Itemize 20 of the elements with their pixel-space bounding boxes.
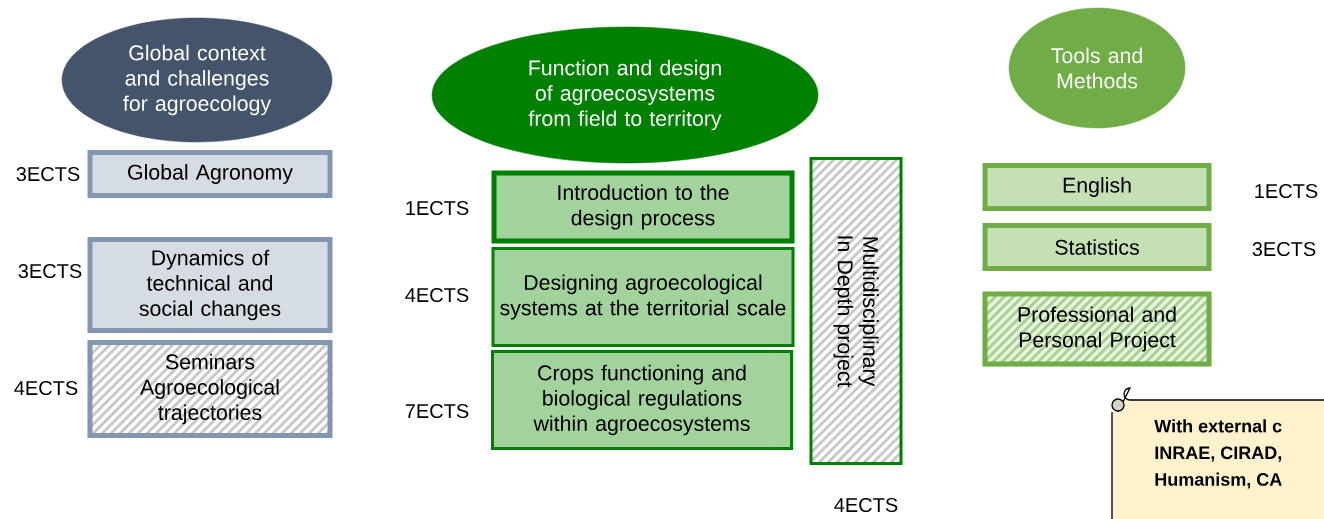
course-box: Dynamics of technical and social changes: [87, 237, 333, 333]
credit-label: 4ECTS: [14, 380, 78, 396]
credit-label: 1ECTS: [1255, 183, 1318, 199]
credit-label: 1ECTS: [406, 200, 469, 216]
course-box: Global Agronomy: [87, 150, 333, 198]
course-box: English: [982, 163, 1212, 211]
course-box: Statistics: [982, 223, 1212, 271]
course-box: Crops functioning and biological regulations within agroecosystems: [491, 350, 793, 450]
credit-label: 7ECTS: [405, 403, 469, 419]
credit-label: 3ECTS: [16, 166, 80, 182]
course-box: Professional and Personal Project: [982, 291, 1212, 367]
project-box: Multidisciplinary In Depth project: [809, 157, 903, 465]
note-scroll: With external c INRAE, CIRAD, Humanism, CA: [1111, 387, 1324, 519]
credit-label: 4ECTS: [834, 497, 898, 513]
course-box: Seminars Agroecological trajectories: [87, 340, 333, 438]
course-box: Introduction to the design process: [491, 170, 795, 244]
course-box: Designing agroecological systems at the territorial scale: [491, 247, 795, 347]
credit-label: 3ECTS: [18, 263, 82, 279]
credit-label: 4ECTS: [405, 287, 469, 303]
credit-label: 3ECTS: [1252, 241, 1316, 257]
